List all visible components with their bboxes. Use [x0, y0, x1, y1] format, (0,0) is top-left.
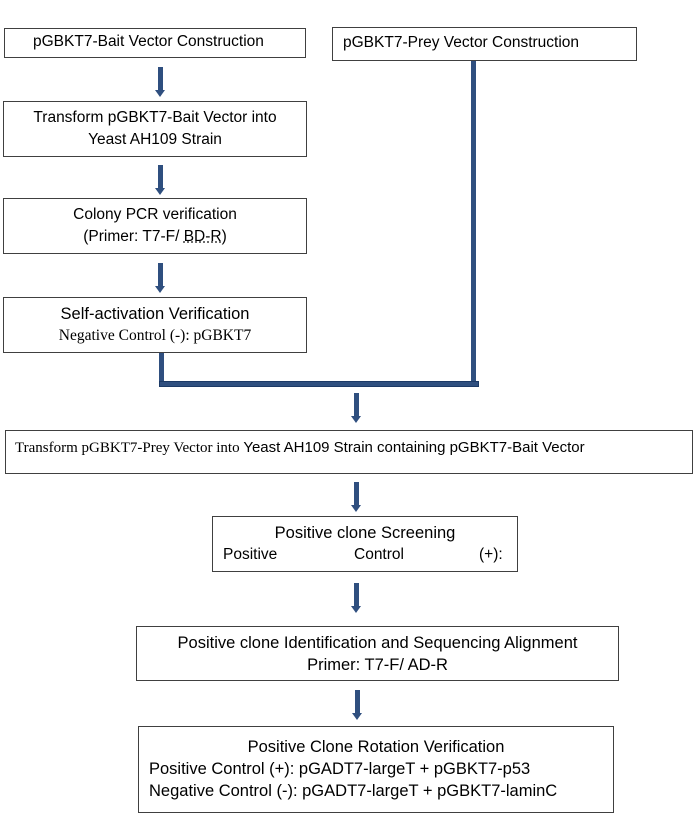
self-activation-title: Self-activation Verification [60, 305, 250, 323]
arrow-pcr-to-selfact [155, 263, 165, 293]
rotation-negative: Negative Control (-): pGADT7-largeT + pG… [149, 782, 558, 800]
rotation-title: Positive Clone Rotation Verification [247, 738, 505, 756]
colony-pcr-line1: Colony PCR verification [73, 206, 237, 223]
screening-control-word: Control [354, 546, 404, 563]
rotation-positive: Positive Control (+): pGADT7-largeT + pG… [149, 760, 531, 778]
screening-plus: (+): [479, 546, 503, 563]
prey-transform-box: Transform pGBKT7-Prey Vector into Yeast … [5, 430, 693, 474]
screening-control-line: Positive Control (+): [213, 544, 517, 566]
colony-pcr-primer-suffix: ) [221, 228, 227, 245]
bait-construction-box: pGBKT7-Bait Vector Construction [4, 28, 306, 58]
colony-pcr-line2: (Primer: T7-F/ BD-R) [4, 226, 306, 248]
arrow-merge-to-transform [351, 393, 361, 423]
self-activation-negative: Negative Control (-): pGBKT7 [58, 327, 252, 344]
prey-construction-text: pGBKT7-Prey Vector Construction [343, 34, 580, 51]
prey-branch-line [471, 61, 476, 383]
colony-pcr-primer-bdr: BD-R [183, 228, 222, 245]
arrow-transform-to-screening [351, 482, 361, 512]
identification-primer: Primer: T7-F/ AD-R [307, 656, 448, 674]
screening-title: Positive clone Screening [274, 524, 456, 542]
bait-construction-text: pGBKT7-Bait Vector Construction [33, 33, 264, 50]
screening-positive-word: Positive [223, 546, 278, 563]
merge-horizontal-line [159, 381, 479, 387]
identification-box: Positive clone Identification and Sequen… [136, 626, 619, 681]
rotation-box: Positive Clone Rotation Verification Pos… [138, 726, 614, 813]
arrow-screening-to-identification [351, 583, 361, 613]
colony-pcr-box: Colony PCR verification (Primer: T7-F/ B… [3, 198, 307, 254]
prey-transform-part1: Transform pGBKT7-Prey Vector into [15, 440, 244, 456]
arrow-identification-to-rotation [352, 690, 362, 720]
self-activation-box: Self-activation Verification Negative Co… [3, 297, 307, 353]
identification-title: Positive clone Identification and Sequen… [177, 634, 578, 652]
screening-box: Positive clone Screening Positive Contro… [212, 516, 518, 572]
bait-transform-line1: Transform pGBKT7-Bait Vector into [33, 109, 277, 126]
arrow-construction-to-transform [155, 67, 165, 97]
prey-transform-part2: Yeast AH109 Strain containing pGBKT7-Bai… [243, 439, 585, 456]
arrow-transform-to-pcr [155, 165, 165, 195]
colony-pcr-primer-prefix: (Primer: T7-F/ [83, 228, 184, 245]
bait-branch-line [159, 353, 164, 383]
prey-construction-box: pGBKT7-Prey Vector Construction [332, 27, 637, 61]
bait-transform-box: Transform pGBKT7-Bait Vector into Yeast … [3, 101, 307, 157]
bait-transform-line2: Yeast AH109 Strain [88, 131, 222, 148]
